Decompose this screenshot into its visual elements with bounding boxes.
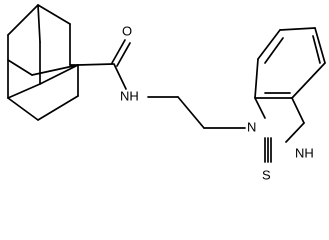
thione-s-label: S: [262, 167, 271, 182]
bond: [177, 96, 205, 129]
bond: [264, 37, 284, 64]
benzimidazole-ring: [254, 27, 326, 163]
amide-group: [77, 39, 246, 129]
bond: [39, 64, 79, 85]
bond: [37, 4, 71, 25]
bond: [7, 4, 39, 36]
amide-nh-label: NH: [120, 88, 139, 103]
ring-nh-label: NH: [295, 145, 314, 160]
oxygen-label: O: [122, 23, 132, 38]
bond: [291, 97, 305, 124]
bond: [37, 4, 41, 43]
bond: [7, 97, 39, 121]
bond: [254, 97, 266, 119]
carbonyl-double-bond: [111, 39, 126, 64]
bond: [113, 63, 127, 90]
adamantane-cage: [7, 4, 79, 121]
bond: [279, 27, 316, 31]
bond: [7, 59, 33, 76]
carbonyl-double-bond: [116, 42, 131, 67]
ring-n-label: N: [247, 119, 256, 134]
bond: [77, 63, 114, 66]
bond: [31, 64, 79, 76]
bond: [291, 62, 326, 99]
bond: [314, 27, 326, 64]
bond: [7, 83, 41, 99]
bond: [254, 58, 259, 99]
bond: [37, 95, 79, 121]
molecule-structure-diagram: O NH N NH S: [7, 4, 326, 182]
bond: [312, 35, 321, 64]
bond: [285, 122, 305, 143]
bond: [257, 29, 281, 60]
